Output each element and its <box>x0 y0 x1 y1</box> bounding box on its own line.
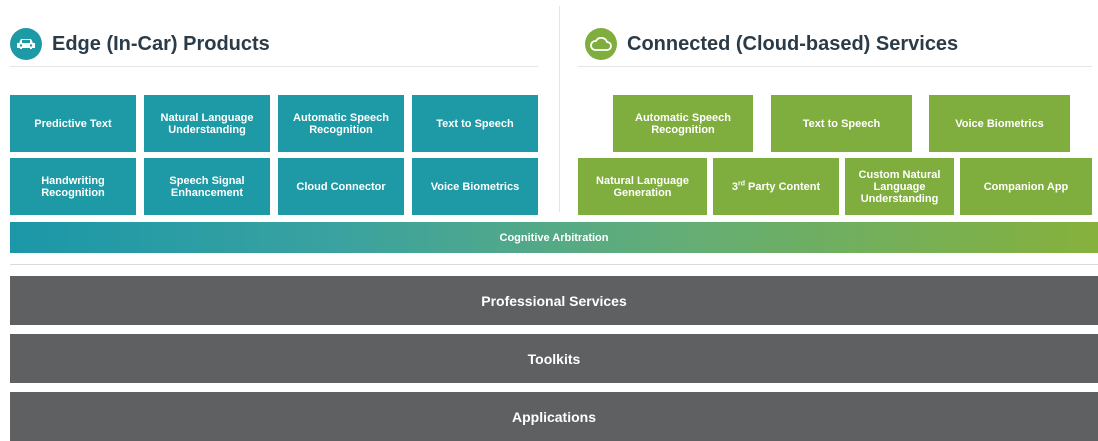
cloud-tile-nlg: Natural Language Generation <box>578 158 707 215</box>
applications-bar: Applications <box>10 392 1098 441</box>
section-divider <box>559 6 560 212</box>
edge-header-rule <box>10 66 538 67</box>
edge-tile-handwriting: Handwriting Recognition <box>10 158 136 215</box>
cloud-tile-asr: Automatic Speech Recognition <box>613 95 753 152</box>
edge-title: Edge (In-Car) Products <box>52 32 270 55</box>
cloud-tile-custom-nlu: Custom Natural Language Understanding <box>845 158 954 215</box>
cloud-tile-companion-app: Companion App <box>960 158 1092 215</box>
cloud-tile-3rd-party-content: 3rd Party Content <box>713 158 839 215</box>
edge-tile-predictive-text: Predictive Text <box>10 95 136 152</box>
edge-tile-asr: Automatic Speech Recognition <box>278 95 404 152</box>
edge-tile-cloud-connector: Cloud Connector <box>278 158 404 215</box>
cloud-tile-tts: Text to Speech <box>771 95 912 152</box>
professional-services-bar: Professional Services <box>10 276 1098 325</box>
cloud-header-rule <box>578 66 1092 67</box>
toolkits-bar: Toolkits <box>10 334 1098 383</box>
cloud-icon <box>585 28 617 60</box>
cloud-tile-3rd-party-content-label: 3rd Party Content <box>731 179 821 193</box>
car-icon <box>10 28 42 60</box>
layer-separator <box>10 264 1098 265</box>
cloud-title: Connected (Cloud-based) Services <box>627 32 959 55</box>
edge-tile-voice-biometrics: Voice Biometrics <box>412 158 538 215</box>
cognitive-arbitration-bar: Cognitive Arbitration <box>10 222 1098 253</box>
edge-tile-speech-enhancement: Speech Signal Enhancement <box>144 158 270 215</box>
edge-tile-tts: Text to Speech <box>412 95 538 152</box>
cloud-header: Connected (Cloud-based) Services <box>585 28 958 60</box>
edge-tile-nlu: Natural Language Understanding <box>144 95 270 152</box>
cloud-tile-voice-biometrics: Voice Biometrics <box>929 95 1070 152</box>
edge-header: Edge (In-Car) Products <box>10 28 270 60</box>
